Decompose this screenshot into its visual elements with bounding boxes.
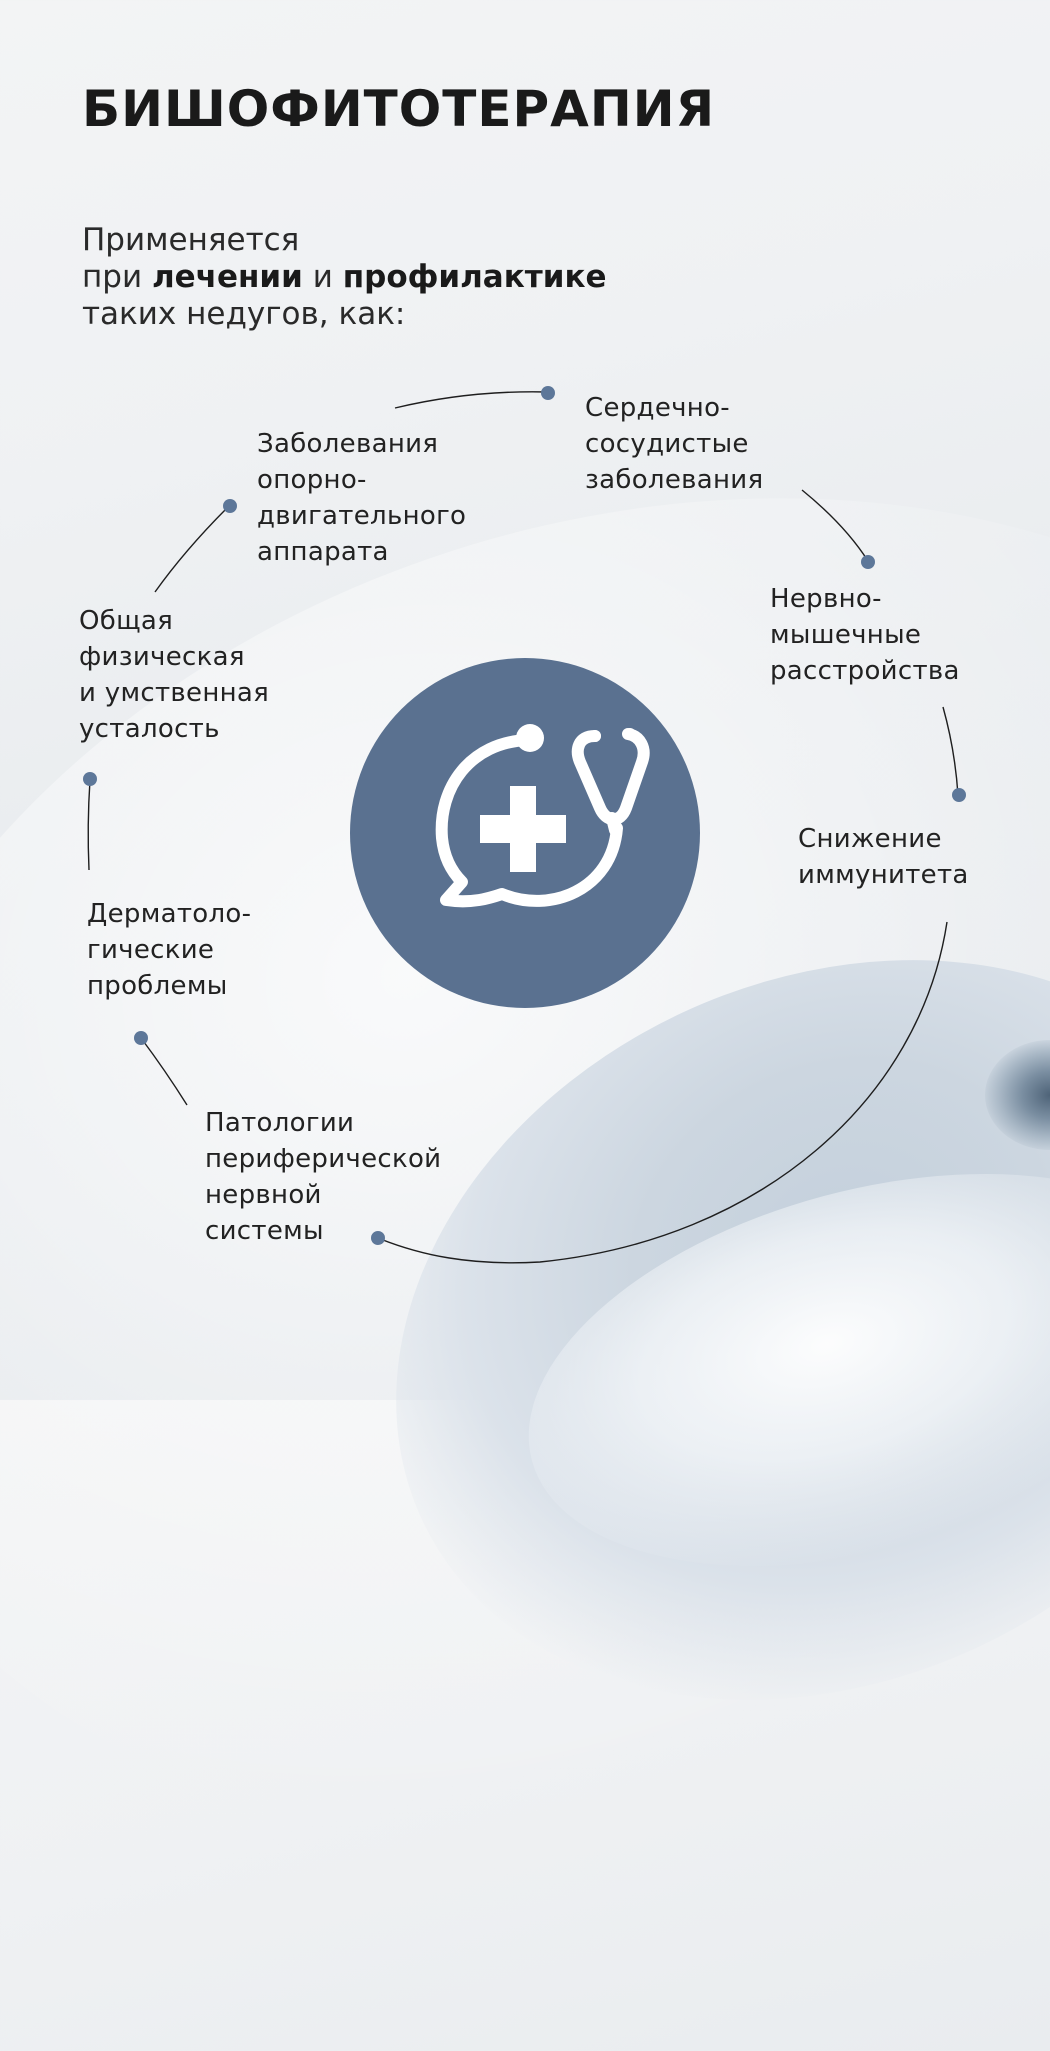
arc-left-upper bbox=[154, 506, 229, 593]
connector-arcs bbox=[83, 386, 966, 1264]
intro-bold-prevention: профилактике bbox=[342, 259, 607, 295]
intro-line-2-prefix: при bbox=[82, 259, 152, 295]
arc-left bbox=[87, 779, 91, 871]
condition-dermatological: Дерматоло- гические проблемы bbox=[87, 899, 252, 1001]
dot-peripheral-nervous bbox=[371, 1231, 385, 1245]
arc-top-right bbox=[801, 489, 869, 562]
arc-left-lower bbox=[140, 1037, 188, 1106]
intro-line-1: Применяется bbox=[82, 222, 300, 258]
arc-bottom-right bbox=[377, 921, 948, 1264]
center-icon-circle bbox=[350, 658, 700, 1008]
arc-top bbox=[394, 391, 549, 409]
dot-musculoskeletal bbox=[223, 499, 237, 513]
condition-neuromuscular: Нервно- мышечные расстройства bbox=[770, 584, 960, 686]
condition-cardiovascular: Сердечно- сосудистые заболевания bbox=[585, 393, 764, 495]
intro-line-3: таких недугов, как: bbox=[82, 296, 406, 332]
condition-musculoskeletal: Заболевания опорно- двигательного аппара… bbox=[257, 429, 467, 567]
intro-bold-treatment: лечении bbox=[151, 259, 303, 295]
dot-neuromuscular bbox=[861, 555, 875, 569]
condition-immunity: Снижение иммунитета bbox=[798, 824, 969, 890]
condition-peripheral-nervous: Патологии периферической нервной системы bbox=[205, 1108, 442, 1246]
intro-text: Применяется при лечении и профилактике т… bbox=[82, 222, 607, 333]
dot-immunity bbox=[952, 788, 966, 802]
dot-fatigue bbox=[83, 772, 97, 786]
dot-dermatological bbox=[134, 1031, 148, 1045]
arc-right bbox=[942, 706, 959, 796]
page-title: БИШОФИТОТЕРАПИЯ bbox=[82, 80, 716, 138]
dot-cardiovascular bbox=[541, 386, 555, 400]
condition-fatigue: Общая физическая и умственная усталость bbox=[79, 606, 270, 744]
intro-line-2-mid: и bbox=[302, 259, 343, 295]
medical-consultation-stethoscope-icon bbox=[435, 724, 650, 908]
